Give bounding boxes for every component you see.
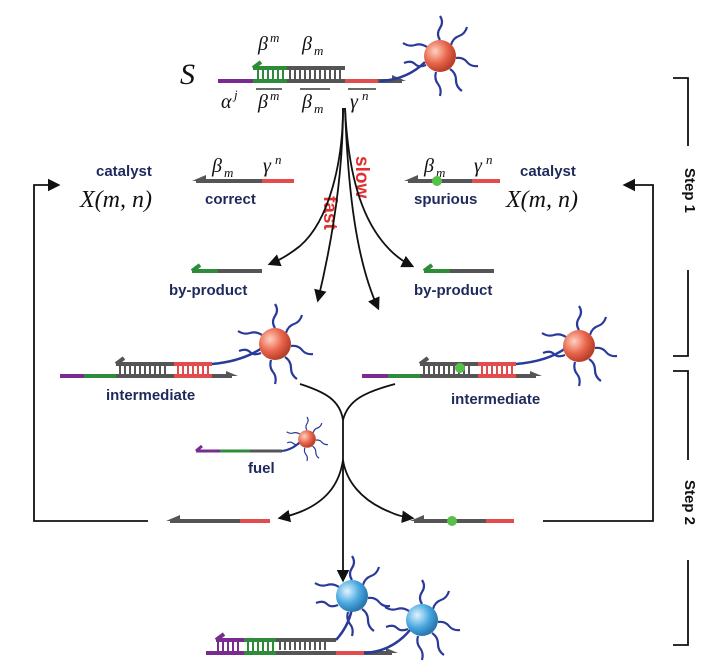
correct-catalyst: catalyst X(m, n) β m γ n correct [79,152,294,213]
spurious-mismatch-dot-icon [432,176,442,186]
bar-m-sub-index: m [314,101,323,116]
by-product-right: by-product [414,263,494,299]
released-catalyst-left [166,515,270,523]
substrate-label: S [180,58,195,91]
bar-beta-m-sub-label: β [301,91,312,113]
final-product [206,554,462,662]
released-catalyst-right [410,515,514,526]
spurious-mismatch-dot-icon [447,516,457,526]
beta-m-sub-label: β [301,33,312,55]
bar-gamma-n-label: γ [350,91,359,113]
catalyst-x-right: X(m, n) [505,187,578,213]
step1-label: Step 1 [681,168,698,213]
bar-n-index: n [362,88,369,103]
intermediate-left: intermediate [60,302,315,404]
gamma-label-left: γ [263,155,272,177]
spurious-mismatch-dot-icon [455,363,465,373]
intermediate-right: intermediate [362,304,619,408]
catalyst-x-left: X(m, n) [79,187,152,213]
by-product-label-left: by-product [169,282,247,299]
m-index-left: m [224,165,233,180]
n-index-right: n [486,152,493,167]
beta-label-left: β [211,155,222,177]
beta-label-right: β [423,155,434,177]
recycle-loops [33,178,654,522]
m-sub-index: m [314,43,323,58]
intermediate-label-right: intermediate [451,391,540,408]
m-sup-index: m [270,30,279,45]
step-brackets [673,77,689,646]
fuel-label: fuel [248,460,275,477]
alpha-j-label: α [221,91,232,113]
fuel-complex: fuel [195,416,329,477]
bar-beta-m-sup-label: β [257,91,268,113]
n-index-left: n [275,152,282,167]
m-index-right: m [436,165,445,180]
by-product-left: by-product [169,263,262,299]
catalyst-label-left: catalyst [96,163,152,180]
beta-m-sup-label: β [257,33,268,55]
by-product-label-right: by-product [414,282,492,299]
correct-label: correct [205,191,256,208]
intermediate-label-left: intermediate [106,387,195,404]
catalyst-label-right: catalyst [520,163,576,180]
bar-m-sup-index: m [270,88,279,103]
j-index: j [232,87,238,102]
fast-label: fast [319,196,340,230]
step2-label: Step 2 [681,480,698,525]
gamma-label-right: γ [474,155,483,177]
step2-arrows [277,383,415,583]
step1-arrows [267,107,415,311]
substrate-complex: S β m β m α j [180,14,480,116]
spurious-label: spurious [414,191,477,208]
spurious-catalyst: catalyst X(m, n) β m γ n spurious [404,152,578,213]
